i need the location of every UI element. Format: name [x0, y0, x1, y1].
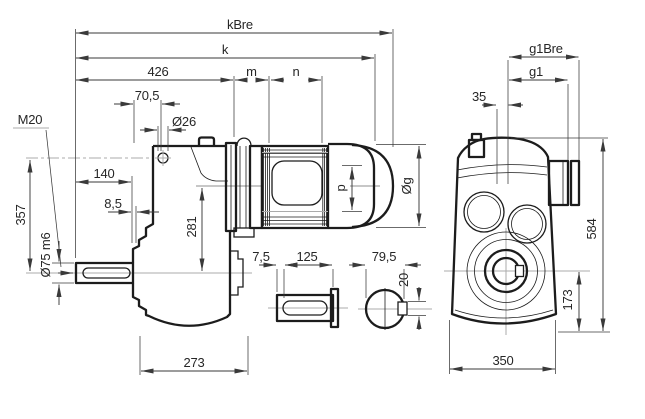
inspection-plug [463, 191, 505, 233]
dimensions [13, 29, 426, 375]
dim-label-g1: g1 [529, 64, 543, 79]
motor-adapter [224, 137, 264, 238]
brake-cover [351, 143, 395, 229]
adapter-bump [236, 137, 252, 147]
front-view: g1Bre g1 35 584 173 350 [444, 41, 610, 374]
gearbox-housing [131, 136, 244, 327]
dim-label-p: p [333, 184, 348, 191]
brake-ring [569, 159, 581, 207]
dimensions [449, 54, 610, 374]
dim-label-g1bre: g1Bre [529, 41, 563, 56]
dim-label-kbre: kBre [227, 17, 253, 32]
dim-label-281: 281 [184, 216, 199, 237]
dim-label-dia26: Ø26 [172, 114, 196, 129]
dim-label-70-5: 70,5 [135, 88, 160, 103]
labels: kBre k 426 m n 70,5 Ø26 M20 140 8,5 357 … [13, 17, 414, 370]
dim-label-357: 357 [13, 204, 28, 225]
dim-label-20: 20 [396, 273, 411, 287]
dim-label-350: 350 [492, 353, 513, 368]
housing-front [450, 132, 581, 325]
dim-label-7-5: 7,5 [252, 249, 269, 264]
dim-label-8-5: 8,5 [104, 196, 121, 211]
bearing-cap [230, 250, 244, 296]
nameplate [271, 160, 323, 206]
dim-label-426: 426 [147, 64, 168, 79]
labels: g1Bre g1 35 584 173 350 [472, 41, 599, 368]
dim-label-shaft-dia: Ø75 m6 [38, 232, 53, 277]
detail-keyway: 7,5 125 [252, 249, 348, 329]
end-plate [329, 287, 340, 329]
casting-line [190, 146, 228, 182]
stator [260, 144, 330, 230]
dim-label-173: 173 [560, 289, 575, 310]
lifting-lug [197, 136, 216, 146]
dim-label-m: m [246, 64, 257, 79]
keyway-notch [514, 264, 525, 278]
output-hub [466, 231, 546, 311]
dim-label-35: 35 [472, 89, 486, 104]
inspection-plug-2 [507, 204, 547, 244]
dim-label-k: k [222, 42, 229, 57]
dim-label-79-5: 79,5 [372, 249, 397, 264]
motor-stub [547, 159, 570, 207]
dim-label-n: n [292, 64, 299, 79]
dim-label-140: 140 [93, 166, 114, 181]
dim-label-125: 125 [296, 249, 317, 264]
motor [260, 142, 395, 230]
key [397, 301, 408, 316]
motor-flange [248, 144, 264, 230]
dim-label-273: 273 [183, 355, 204, 370]
dim-label-dia-g: Øg [399, 178, 414, 195]
side-view: kBre k 426 m n 70,5 Ø26 M20 140 8,5 357 … [13, 17, 426, 375]
cooling-fins [262, 148, 328, 226]
dim-label-m20: M20 [18, 112, 43, 127]
output-shaft [74, 261, 135, 285]
detail-key-section: 79,5 20 [349, 249, 432, 330]
dim-label-584: 584 [584, 218, 599, 239]
